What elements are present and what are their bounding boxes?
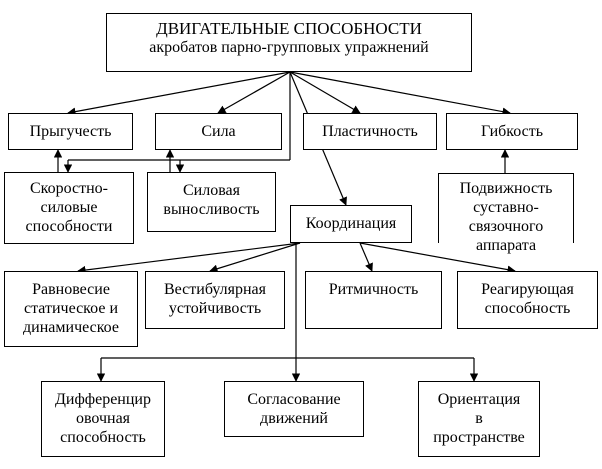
node-reaction-ability-line-2: способность: [484, 300, 571, 317]
node-jump-ability-label: Прыгучесть: [29, 123, 112, 140]
node-differentiation-line-1: Дифференцир: [54, 391, 151, 408]
node-rhythmicity: Ритмичность: [305, 271, 442, 329]
node-plasticity-label: Пластичность: [322, 123, 418, 140]
node-balance-line-2: статическое и: [24, 300, 118, 317]
node-reaction-ability-line-1: Реагирующая: [481, 281, 574, 298]
node-movement-harmonization-line-2: движений: [260, 410, 328, 427]
root-node: ДВИГАТЕЛЬНЫЕ СПОСОБНОСТИ акробатов парно…: [106, 13, 472, 72]
node-speed-strength-line-2: силовые: [40, 199, 98, 216]
node-joint-mobility-line-1: Подвижность: [459, 180, 553, 197]
node-joint-mobility: Подвижность суставно- связочного аппарат…: [438, 173, 574, 255]
node-rhythmicity-label: Ритмичность: [328, 281, 419, 298]
node-plasticity: Пластичность: [303, 113, 437, 150]
node-joint-mobility-line-3: связочного: [468, 218, 544, 235]
node-strength-label: Сила: [201, 123, 236, 140]
node-vestibular-stability: Вестибулярная устойчивость: [145, 271, 285, 329]
root-subtitle: акробатов парно-групповых упражнений: [149, 39, 429, 56]
node-balance-line-1: Равновесие: [32, 281, 110, 298]
node-vestibular-stability-line-1: Вестибулярная: [163, 281, 267, 298]
edge-root-to-strength: [217, 71, 291, 114]
node-speed-strength-line-3: способности: [25, 218, 113, 235]
node-speed-strength-line-1: Скоростно-: [29, 180, 108, 197]
node-balance: Равновесие статическое и динамическое: [4, 271, 138, 347]
node-spatial-orientation-line-2: в: [475, 410, 483, 427]
node-strength: Сила: [155, 113, 282, 150]
edge-coord-to-rhythm: [359, 242, 373, 272]
edge-coord-to-vestibular: [209, 242, 301, 273]
node-coordination-label: Координация: [305, 215, 397, 232]
edge-coord-to-reaction: [359, 242, 516, 274]
node-strength-endurance: Силовая выносливость: [147, 172, 276, 232]
node-joint-mobility-line-4: аппарата: [439, 236, 573, 255]
node-differentiation-line-2: овочная: [75, 410, 131, 427]
edge-coord-to-balance: [77, 242, 301, 275]
root-title: ДВИГАТЕЛЬНЫЕ СПОСОБНОСТИ: [156, 19, 422, 38]
node-flexibility-label: Гибкость: [480, 123, 544, 140]
node-movement-harmonization: Согласование движений: [224, 381, 364, 437]
node-jump-ability: Прыгучесть: [8, 113, 133, 150]
node-movement-harmonization-line-1: Согласование: [247, 391, 341, 408]
edge-root-to-flexibility: [289, 71, 511, 116]
node-speed-strength: Скоростно- силовые способности: [4, 172, 134, 244]
node-strength-endurance-line-2: выносливость: [163, 201, 260, 218]
node-spatial-orientation-line-3: пространстве: [433, 429, 525, 446]
node-strength-endurance-line-1: Силовая: [182, 182, 241, 199]
node-differentiation: Дифференцир овочная способность: [41, 381, 165, 457]
edge-root-to-plasticity: [289, 71, 361, 114]
node-vestibular-stability-line-2: устойчивость: [168, 300, 262, 317]
node-differentiation-line-3: способность: [60, 429, 146, 446]
node-balance-line-3: динамическое: [23, 319, 119, 336]
node-spatial-orientation: Ориентация в пространстве: [418, 381, 540, 457]
edge-root-to-jump: [67, 71, 291, 116]
node-flexibility: Гибкость: [446, 113, 578, 150]
node-reaction-ability: Реагирующая способность: [457, 271, 598, 329]
node-joint-mobility-line-2: суставно-: [473, 199, 539, 216]
node-coordination: Координация: [290, 205, 412, 243]
node-spatial-orientation-line-1: Ориентация: [437, 391, 521, 408]
